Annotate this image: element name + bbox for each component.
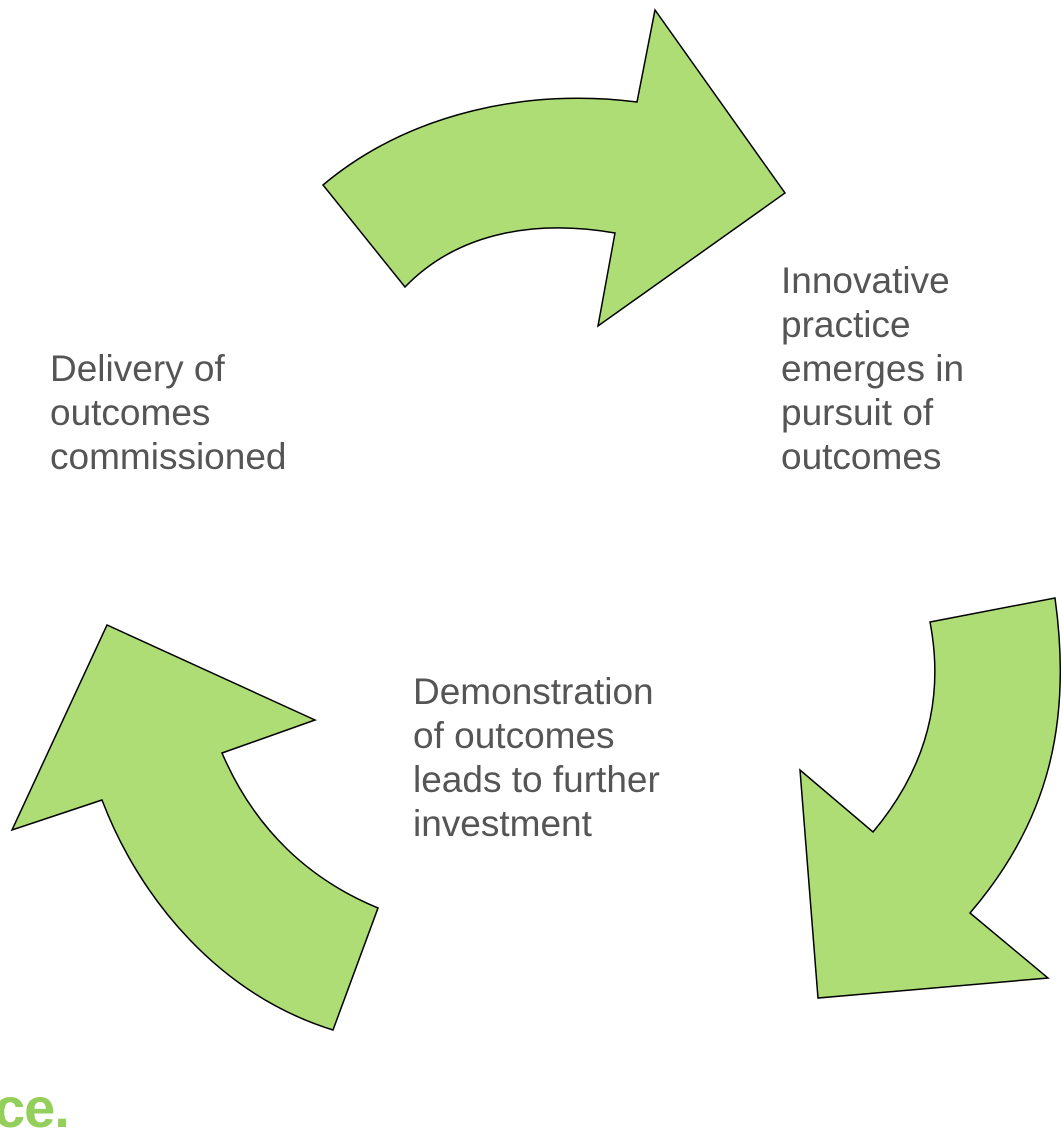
brand-logo-fragment: ce. (0, 1076, 70, 1139)
cycle-arrow-right (799, 597, 1062, 999)
cycle-arrow-left (10, 624, 379, 1031)
cycle-arrow-top (321, 8, 787, 328)
label-innovative-practice: Innovative practice emerges in pursuit o… (781, 260, 965, 477)
label-demonstration-of-outcomes: Demonstration of outcomes leads to furth… (413, 671, 660, 844)
label-delivery-of-outcomes: Delivery of outcomes commissioned (50, 348, 287, 477)
